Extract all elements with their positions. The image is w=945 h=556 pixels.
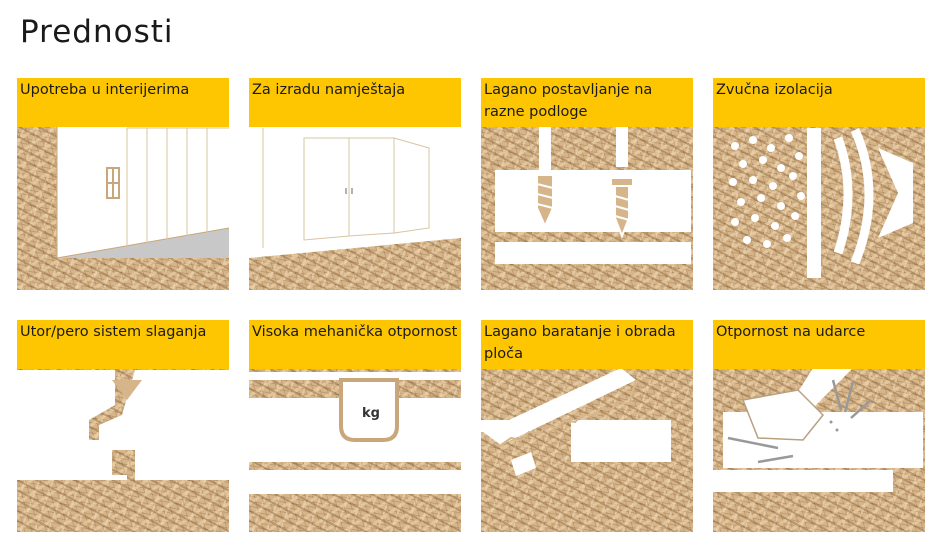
card-mechanical-resistance: kg Visoka mehanička otpornost <box>249 320 461 532</box>
card-interior-use: Upotreba u interijerima <box>17 78 229 290</box>
screws-icon <box>495 127 691 264</box>
sound-insulation-icon <box>729 128 913 278</box>
weight-kg-label: kg <box>362 406 380 421</box>
card-label: Utor/pero sistem slaganja <box>17 320 229 369</box>
card-label: Visoka mehanička otpornost <box>249 320 461 369</box>
card-impact-resistance: Otpornost na udarce <box>713 320 925 532</box>
card-label: Lagano postavljanje na razne podloge <box>481 78 693 127</box>
card-label: Lagano baratanje i obrada ploča <box>481 320 693 369</box>
card-label: Za izradu namještaja <box>249 78 461 127</box>
card-easy-mounting: Lagano postavljanje na razne podloge <box>481 78 693 290</box>
card-tongue-groove: Utor/pero sistem slaganja <box>17 320 229 532</box>
tongue-groove-icon <box>17 370 229 480</box>
card-easy-handling: Lagano baratanje i obrada ploča <box>481 320 693 532</box>
furniture-wardrobe-icon <box>249 123 461 258</box>
hammer-impact-icon <box>713 368 923 492</box>
page-title: Prednosti <box>20 14 174 50</box>
interior-room-icon <box>17 123 229 259</box>
weight-load-icon <box>249 372 461 494</box>
card-label: Otpornost na udarce <box>713 320 925 369</box>
card-label: Upotreba u interijerima <box>17 78 229 127</box>
card-label: Zvučna izolacija <box>713 78 925 127</box>
card-furniture: Za izradu namještaja <box>249 78 461 290</box>
saw-icon <box>481 368 671 476</box>
card-sound-insulation: Zvučna izolacija <box>713 78 925 290</box>
